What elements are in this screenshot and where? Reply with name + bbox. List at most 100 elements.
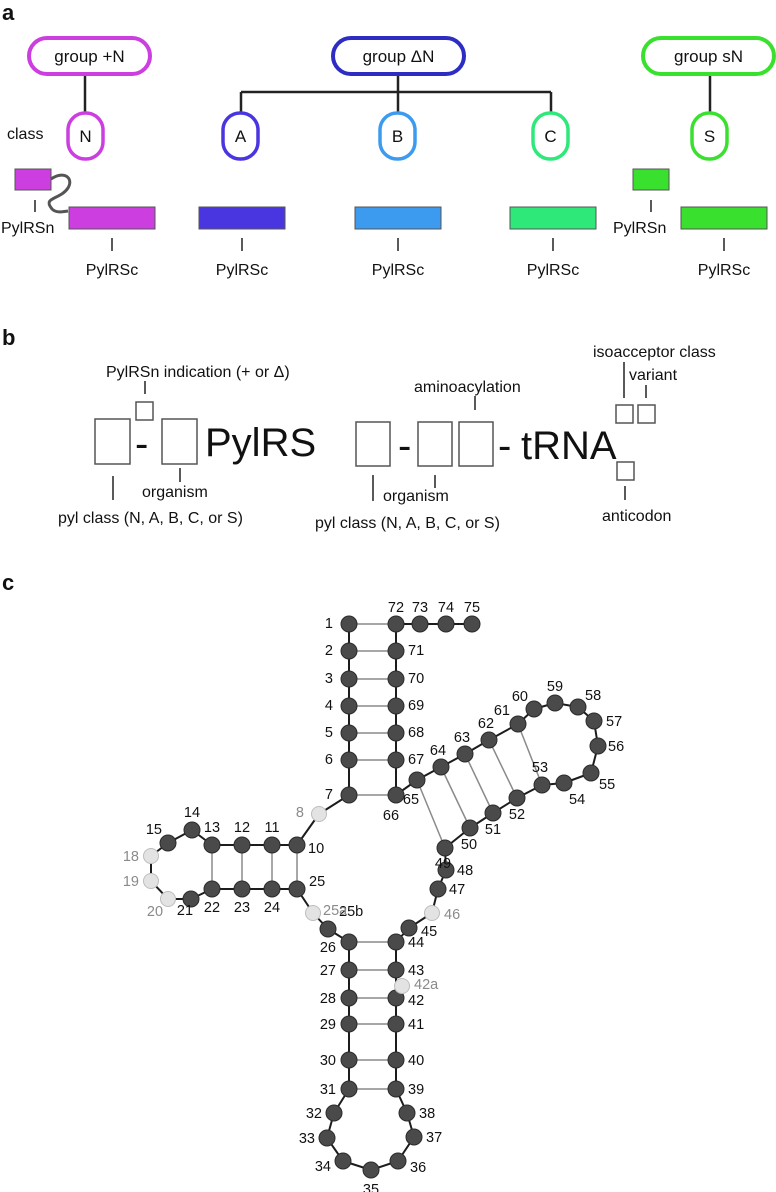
nucleotide-label-47: 47 — [449, 882, 465, 898]
nucleotide-13 — [203, 836, 221, 854]
nucleotide-label-7: 7 — [325, 787, 333, 803]
nucleotide-label-31: 31 — [320, 1082, 336, 1098]
nucleotide-label-13: 13 — [204, 820, 220, 836]
class-tree-lines — [83, 74, 712, 114]
nucleotide-8 — [311, 806, 327, 822]
nucleotide-62 — [480, 731, 498, 749]
nucleotide-label-48: 48 — [457, 863, 473, 879]
nucleotide-label-20: 20 — [147, 904, 163, 920]
nucleotide-28 — [340, 989, 358, 1007]
pylrs-word: PylRS — [205, 421, 316, 465]
pyl-class-box — [94, 418, 131, 465]
nucleotide-label-44: 44 — [408, 935, 424, 951]
nucleotide-label-40: 40 — [408, 1053, 424, 1069]
nucleotide-21 — [182, 890, 200, 908]
nucleotide-label-22: 22 — [204, 900, 220, 916]
class-n-label: N — [79, 127, 91, 146]
nucleotide-label-21: 21 — [177, 903, 193, 919]
nucleotide-label-74: 74 — [438, 600, 454, 616]
nucleotide-47 — [429, 880, 447, 898]
nucleotide-label-28: 28 — [320, 991, 336, 1007]
nucleotide-61 — [509, 715, 527, 733]
nucleotide-label-8: 8 — [296, 805, 304, 821]
nucleotide-44 — [387, 933, 405, 951]
pylrsn-indication-box — [135, 401, 154, 421]
nucleotide-label-51: 51 — [485, 822, 501, 838]
trna-pyl-class-label: pyl class (N, A, B, C, or S) — [315, 515, 500, 532]
nucleotide-12 — [233, 836, 251, 854]
nucleotide-53 — [533, 776, 551, 794]
nucleotide-45 — [400, 919, 418, 937]
class-s: S — [690, 111, 729, 161]
nucleotide-label-1: 1 — [325, 616, 333, 632]
nucleotide-75 — [463, 615, 481, 633]
nucleotide-70 — [387, 670, 405, 688]
nucleotide-nodes — [143, 615, 607, 1179]
trna-dash-2: - — [498, 424, 511, 468]
group-delta-n: group ΔN — [331, 36, 466, 76]
variant-box — [637, 404, 656, 424]
nucleotide-label-56: 56 — [608, 739, 624, 755]
nucleotide-label-49: 49 — [435, 856, 451, 872]
nucleotide-39 — [387, 1080, 405, 1098]
nucleotide-20 — [160, 891, 176, 907]
nucleotide-label-25: 25 — [309, 874, 325, 890]
nucleotide-66 — [387, 786, 405, 804]
pylrsc-label-s: PylRSc — [698, 262, 750, 279]
panel-label-a: a — [2, 0, 15, 25]
nucleotide-label-15: 15 — [146, 822, 162, 838]
nucleotide-46 — [424, 905, 440, 921]
aminoacylation-label: aminoacylation — [414, 379, 521, 396]
nucleotide-label-25a: 25a — [323, 903, 348, 919]
nucleotide-label-26: 26 — [320, 940, 336, 956]
class-a: A — [221, 111, 260, 161]
nucleotide-56 — [589, 737, 607, 755]
domains-class-a: PylRSc — [198, 206, 286, 279]
nucleotide-label-64: 64 — [430, 743, 446, 759]
nucleotide-label-73: 73 — [412, 600, 428, 616]
nucleotide-label-42: 42 — [408, 993, 424, 1009]
class-b-label: B — [392, 127, 403, 146]
class-c: C — [531, 111, 570, 161]
nucleotide-label-71: 71 — [408, 643, 424, 659]
nucleotide-label-37: 37 — [426, 1130, 442, 1146]
nucleotide-74 — [437, 615, 455, 633]
nucleotide-65 — [408, 771, 426, 789]
nucleotide-58 — [569, 698, 587, 716]
nucleotide-25a — [305, 905, 321, 921]
nucleotide-73 — [411, 615, 429, 633]
nucleotide-30 — [340, 1051, 358, 1069]
nucleotide-68 — [387, 724, 405, 742]
nucleotide-label-39: 39 — [408, 1082, 424, 1098]
nucleotide-37 — [405, 1128, 423, 1146]
group-plus-n: group +N — [27, 36, 152, 76]
isoacceptor-class-box — [615, 404, 634, 424]
trna-organism-label: organism — [383, 488, 449, 505]
class-n: N — [66, 111, 105, 161]
class-b: B — [378, 111, 417, 161]
nucleotide-label-67: 67 — [408, 752, 424, 768]
nucleotide-3 — [340, 670, 358, 688]
nucleotide-label-43: 43 — [408, 963, 424, 979]
domains-class-c: PylRSc — [509, 206, 597, 279]
nucleotide-27 — [340, 961, 358, 979]
nucleotide-label-3: 3 — [325, 671, 333, 687]
nucleotide-5 — [340, 724, 358, 742]
nucleotide-label-41: 41 — [408, 1017, 424, 1033]
nucleotide-label-50: 50 — [461, 837, 477, 853]
nucleotide-15 — [159, 834, 177, 852]
nucleotide-25 — [288, 880, 306, 898]
nucleotide-48 — [437, 861, 455, 879]
class-a-label: A — [235, 127, 247, 146]
nucleotide-label-70: 70 — [408, 671, 424, 687]
pylrs-organism-box — [161, 418, 198, 465]
nucleotide-34 — [334, 1152, 352, 1170]
nucleotide-52 — [508, 789, 526, 807]
nucleotide-7 — [340, 786, 358, 804]
nucleotide-label-11: 11 — [264, 820, 279, 836]
nucleotide-31 — [340, 1080, 358, 1098]
pylrs-nomenclature: PylRSn indication (+ or Δ) - PylRS organ… — [58, 364, 316, 527]
nucleotide-label-62: 62 — [478, 716, 494, 732]
